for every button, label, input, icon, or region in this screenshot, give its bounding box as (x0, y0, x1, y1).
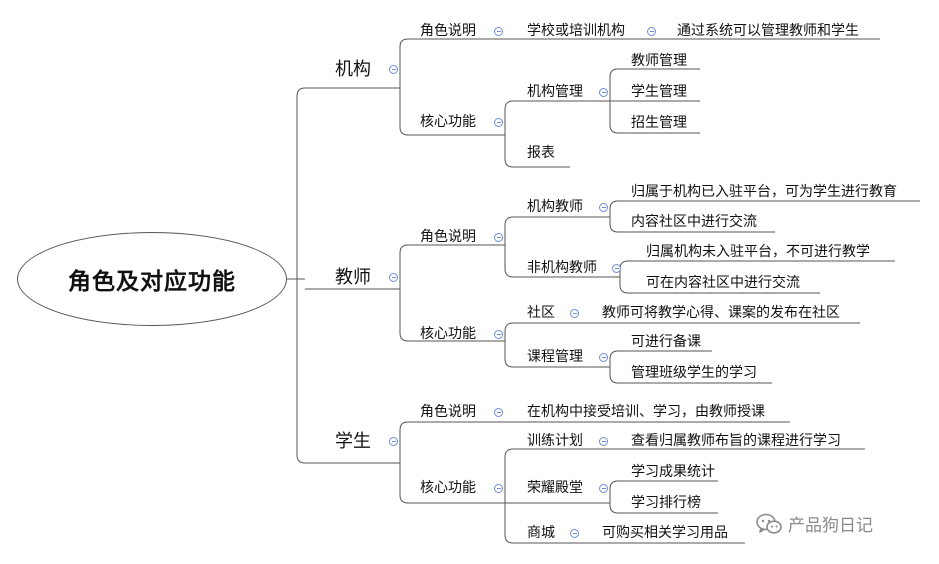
root-label: 角色及对应功能 (68, 269, 236, 295)
watermark: 产品狗日记 (756, 511, 873, 536)
student-role-desc-label[interactable]: 角色说明 (420, 404, 476, 420)
teacher-role-type[interactable]: 非机构教师 (527, 260, 597, 276)
teacher-core-subitem[interactable]: 教师可将教学心得、课案的发布在社区 (602, 305, 840, 321)
role-student[interactable]: 学生 (335, 431, 371, 452)
collapse-toggle-icon[interactable] (599, 88, 608, 97)
role-institution[interactable]: 机构 (335, 59, 371, 80)
institution-role-desc[interactable]: 学校或培训机构 (527, 23, 625, 39)
student-core-item[interactable]: 荣耀殿堂 (527, 480, 583, 496)
teacher-core-subitem[interactable]: 可进行备课 (631, 334, 701, 350)
teacher-core-label[interactable]: 核心功能 (420, 326, 476, 342)
teacher-core-item[interactable]: 课程管理 (527, 349, 583, 365)
student-core-item[interactable]: 商城 (527, 525, 555, 541)
institution-core-item[interactable]: 报表 (527, 145, 555, 161)
collapse-toggle-icon[interactable] (494, 408, 503, 417)
collapse-toggle-icon[interactable] (599, 203, 608, 212)
institution-role-desc-label[interactable]: 角色说明 (420, 23, 476, 39)
collapse-toggle-icon[interactable] (599, 484, 608, 493)
student-core-item[interactable]: 训练计划 (527, 433, 583, 449)
teacher-core-subitem[interactable]: 管理班级学生的学习 (631, 365, 757, 381)
teacher-core-item[interactable]: 社区 (527, 305, 555, 321)
teacher-role-desc-label[interactable]: 角色说明 (420, 229, 476, 245)
collapse-toggle-icon[interactable] (570, 529, 579, 538)
role-teacher[interactable]: 教师 (335, 267, 371, 288)
student-role-desc[interactable]: 在机构中接受培训、学习，由教师授课 (527, 404, 765, 420)
wechat-icon (756, 513, 782, 534)
collapse-toggle-icon[interactable] (647, 27, 656, 36)
root-node[interactable]: 角色及对应功能 (17, 232, 287, 326)
student-core-subitem[interactable]: 学习排行榜 (631, 495, 701, 511)
teacher-role-type-detail[interactable]: 归属机构未入驻平台，不可进行教学 (646, 244, 870, 260)
student-core-subitem[interactable]: 学习成果统计 (631, 464, 715, 480)
collapse-toggle-icon[interactable] (494, 118, 503, 127)
student-core-subitem[interactable]: 查看归属教师布旨的课程进行学习 (631, 433, 841, 449)
watermark-text: 产品狗日记 (788, 516, 873, 536)
collapse-toggle-icon[interactable] (599, 353, 608, 362)
institution-core-subitem[interactable]: 教师管理 (631, 53, 687, 69)
institution-role-detail[interactable]: 通过系统可以管理教师和学生 (677, 23, 859, 39)
collapse-toggle-icon[interactable] (494, 233, 503, 242)
teacher-role-type-detail[interactable]: 内容社区中进行交流 (631, 214, 757, 230)
collapse-toggle-icon[interactable] (389, 65, 398, 74)
student-core-subitem[interactable]: 可购买相关学习用品 (602, 525, 728, 541)
collapse-toggle-icon[interactable] (570, 309, 579, 318)
collapse-toggle-icon[interactable] (494, 484, 503, 493)
collapse-toggle-icon[interactable] (494, 330, 503, 339)
teacher-role-type-detail[interactable]: 归属于机构已入驻平台，可为学生进行教育 (631, 184, 897, 200)
institution-core-item[interactable]: 机构管理 (527, 84, 583, 100)
student-core-label[interactable]: 核心功能 (420, 480, 476, 496)
teacher-role-type[interactable]: 机构教师 (527, 199, 583, 215)
collapse-toggle-icon[interactable] (494, 27, 503, 36)
institution-core-subitem[interactable]: 招生管理 (631, 115, 687, 131)
collapse-toggle-icon[interactable] (599, 437, 608, 446)
institution-core-subitem[interactable]: 学生管理 (631, 84, 687, 100)
teacher-role-type-detail[interactable]: 可在内容社区中进行交流 (646, 275, 800, 291)
collapse-toggle-icon[interactable] (389, 273, 398, 282)
collapse-toggle-icon[interactable] (389, 437, 398, 446)
collapse-toggle-icon[interactable] (612, 264, 621, 273)
institution-core-label[interactable]: 核心功能 (420, 114, 476, 130)
